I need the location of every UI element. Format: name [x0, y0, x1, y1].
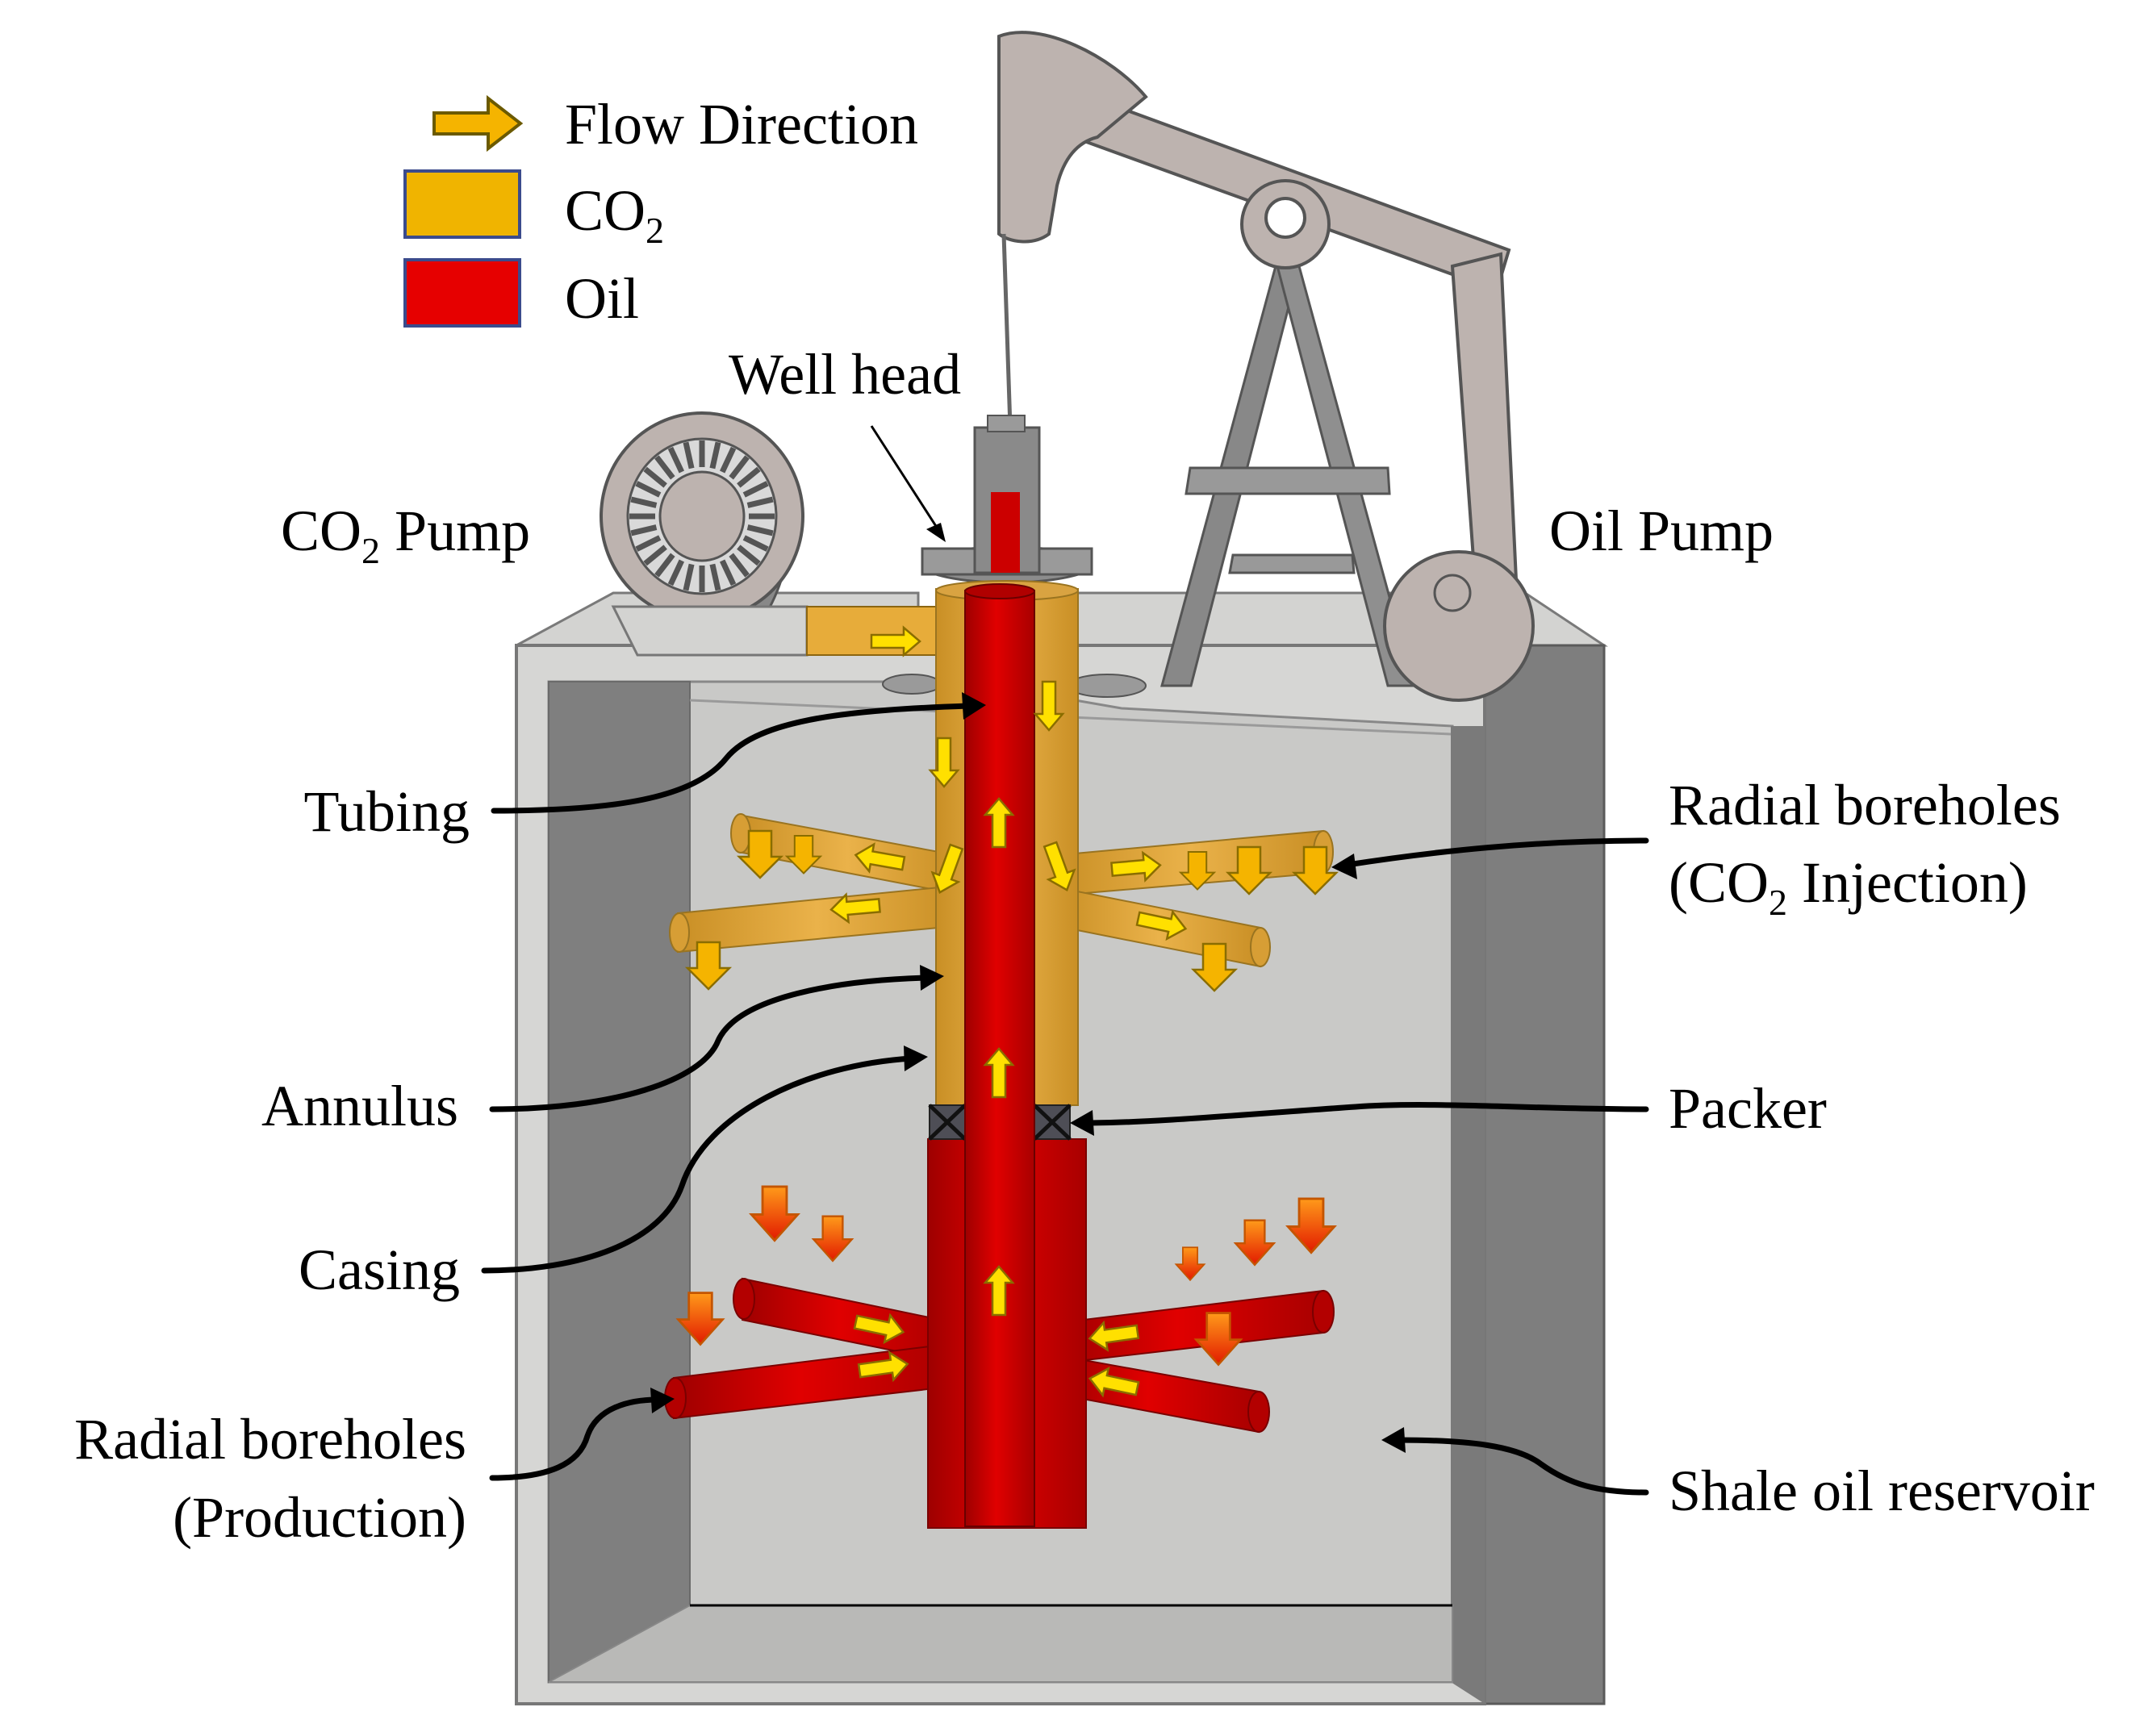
radial-boreholes-production-line1: Radial boreholes [74, 1407, 466, 1471]
oil-pump-label: Oil Pump [1549, 499, 1774, 563]
pump-fin [635, 535, 662, 552]
pump-fin [729, 455, 750, 480]
well-head [882, 415, 1147, 698]
well-casing [927, 580, 1087, 1529]
pump-fin [742, 481, 769, 498]
packer-label: Packer [1669, 1076, 1827, 1141]
co2-pump [600, 411, 961, 657]
well-head-arrowhead [926, 523, 946, 542]
pump-fin [643, 466, 667, 488]
pump-fin [667, 559, 685, 586]
pump-fin [667, 446, 685, 474]
packer [928, 1104, 1072, 1141]
casing-arrowhead [904, 1046, 928, 1071]
legend: Flow Direction CO2 Oil [403, 92, 918, 331]
pump-fin [709, 441, 721, 470]
pump-fin [719, 446, 737, 474]
pump-fin [635, 481, 662, 498]
annulus-leader [489, 975, 931, 1112]
well-head-leader [870, 425, 942, 533]
pump-fin [643, 545, 667, 566]
annulus-arrowhead [920, 965, 944, 991]
legend-flow-arrow-icon [432, 94, 524, 152]
pump-fin [654, 553, 675, 578]
oil-pump-jack [997, 31, 1535, 702]
packer-leader [1082, 1102, 1649, 1126]
legend-co2-label: CO2 [565, 178, 664, 251]
radial-boreholes-production-line2: (Production) [173, 1485, 466, 1550]
co2-pump-fins [629, 440, 775, 592]
pump-fin [683, 563, 695, 591]
shale-oil-reservoir-label: Shale oil reservoir [1669, 1459, 2095, 1523]
legend-oil-swatch [403, 258, 521, 328]
tubing-arrowhead [962, 692, 986, 720]
radial-boreholes-injection-line1: Radial boreholes [1669, 773, 2061, 837]
reservoir-leader [1394, 1437, 1649, 1496]
pump-fin [729, 553, 750, 578]
pump-fin [742, 535, 769, 552]
tubing-leader [491, 703, 971, 814]
pump-fin [683, 441, 695, 470]
legend-flow-direction-label: Flow Direction [565, 92, 918, 157]
casing-leader [481, 1055, 915, 1274]
well-head-label: Well head [729, 342, 961, 407]
annulus-label: Annulus [261, 1074, 458, 1138]
injection-arrowhead [1331, 854, 1357, 879]
pump-fin [719, 559, 737, 586]
legend-oil-label: Oil [565, 266, 639, 331]
pump-fin [746, 496, 774, 508]
pump-fin [654, 455, 675, 480]
pump-fin [630, 524, 658, 536]
pump-fin [737, 545, 761, 566]
pump-fin [709, 563, 721, 591]
pump-fin [630, 496, 658, 508]
co2-pump-label: CO2 Pump [281, 499, 530, 571]
production-leader [489, 1396, 661, 1481]
casing-label: Casing [299, 1238, 460, 1302]
pump-fin [737, 466, 761, 488]
injection-leader [1344, 837, 1649, 868]
labels: Well head CO2 Pump Oil Pump Tubing Annul… [74, 342, 2095, 1550]
tubing-label: Tubing [304, 779, 470, 844]
production-arrowhead [650, 1388, 675, 1413]
legend-co2-swatch [403, 169, 521, 239]
pump-fin [746, 524, 774, 536]
packer-arrowhead [1070, 1110, 1094, 1136]
leader-lines [481, 425, 1649, 1496]
reservoir-arrowhead [1381, 1427, 1406, 1453]
radial-boreholes-injection-line2: (CO2 Injection) [1669, 850, 2028, 923]
